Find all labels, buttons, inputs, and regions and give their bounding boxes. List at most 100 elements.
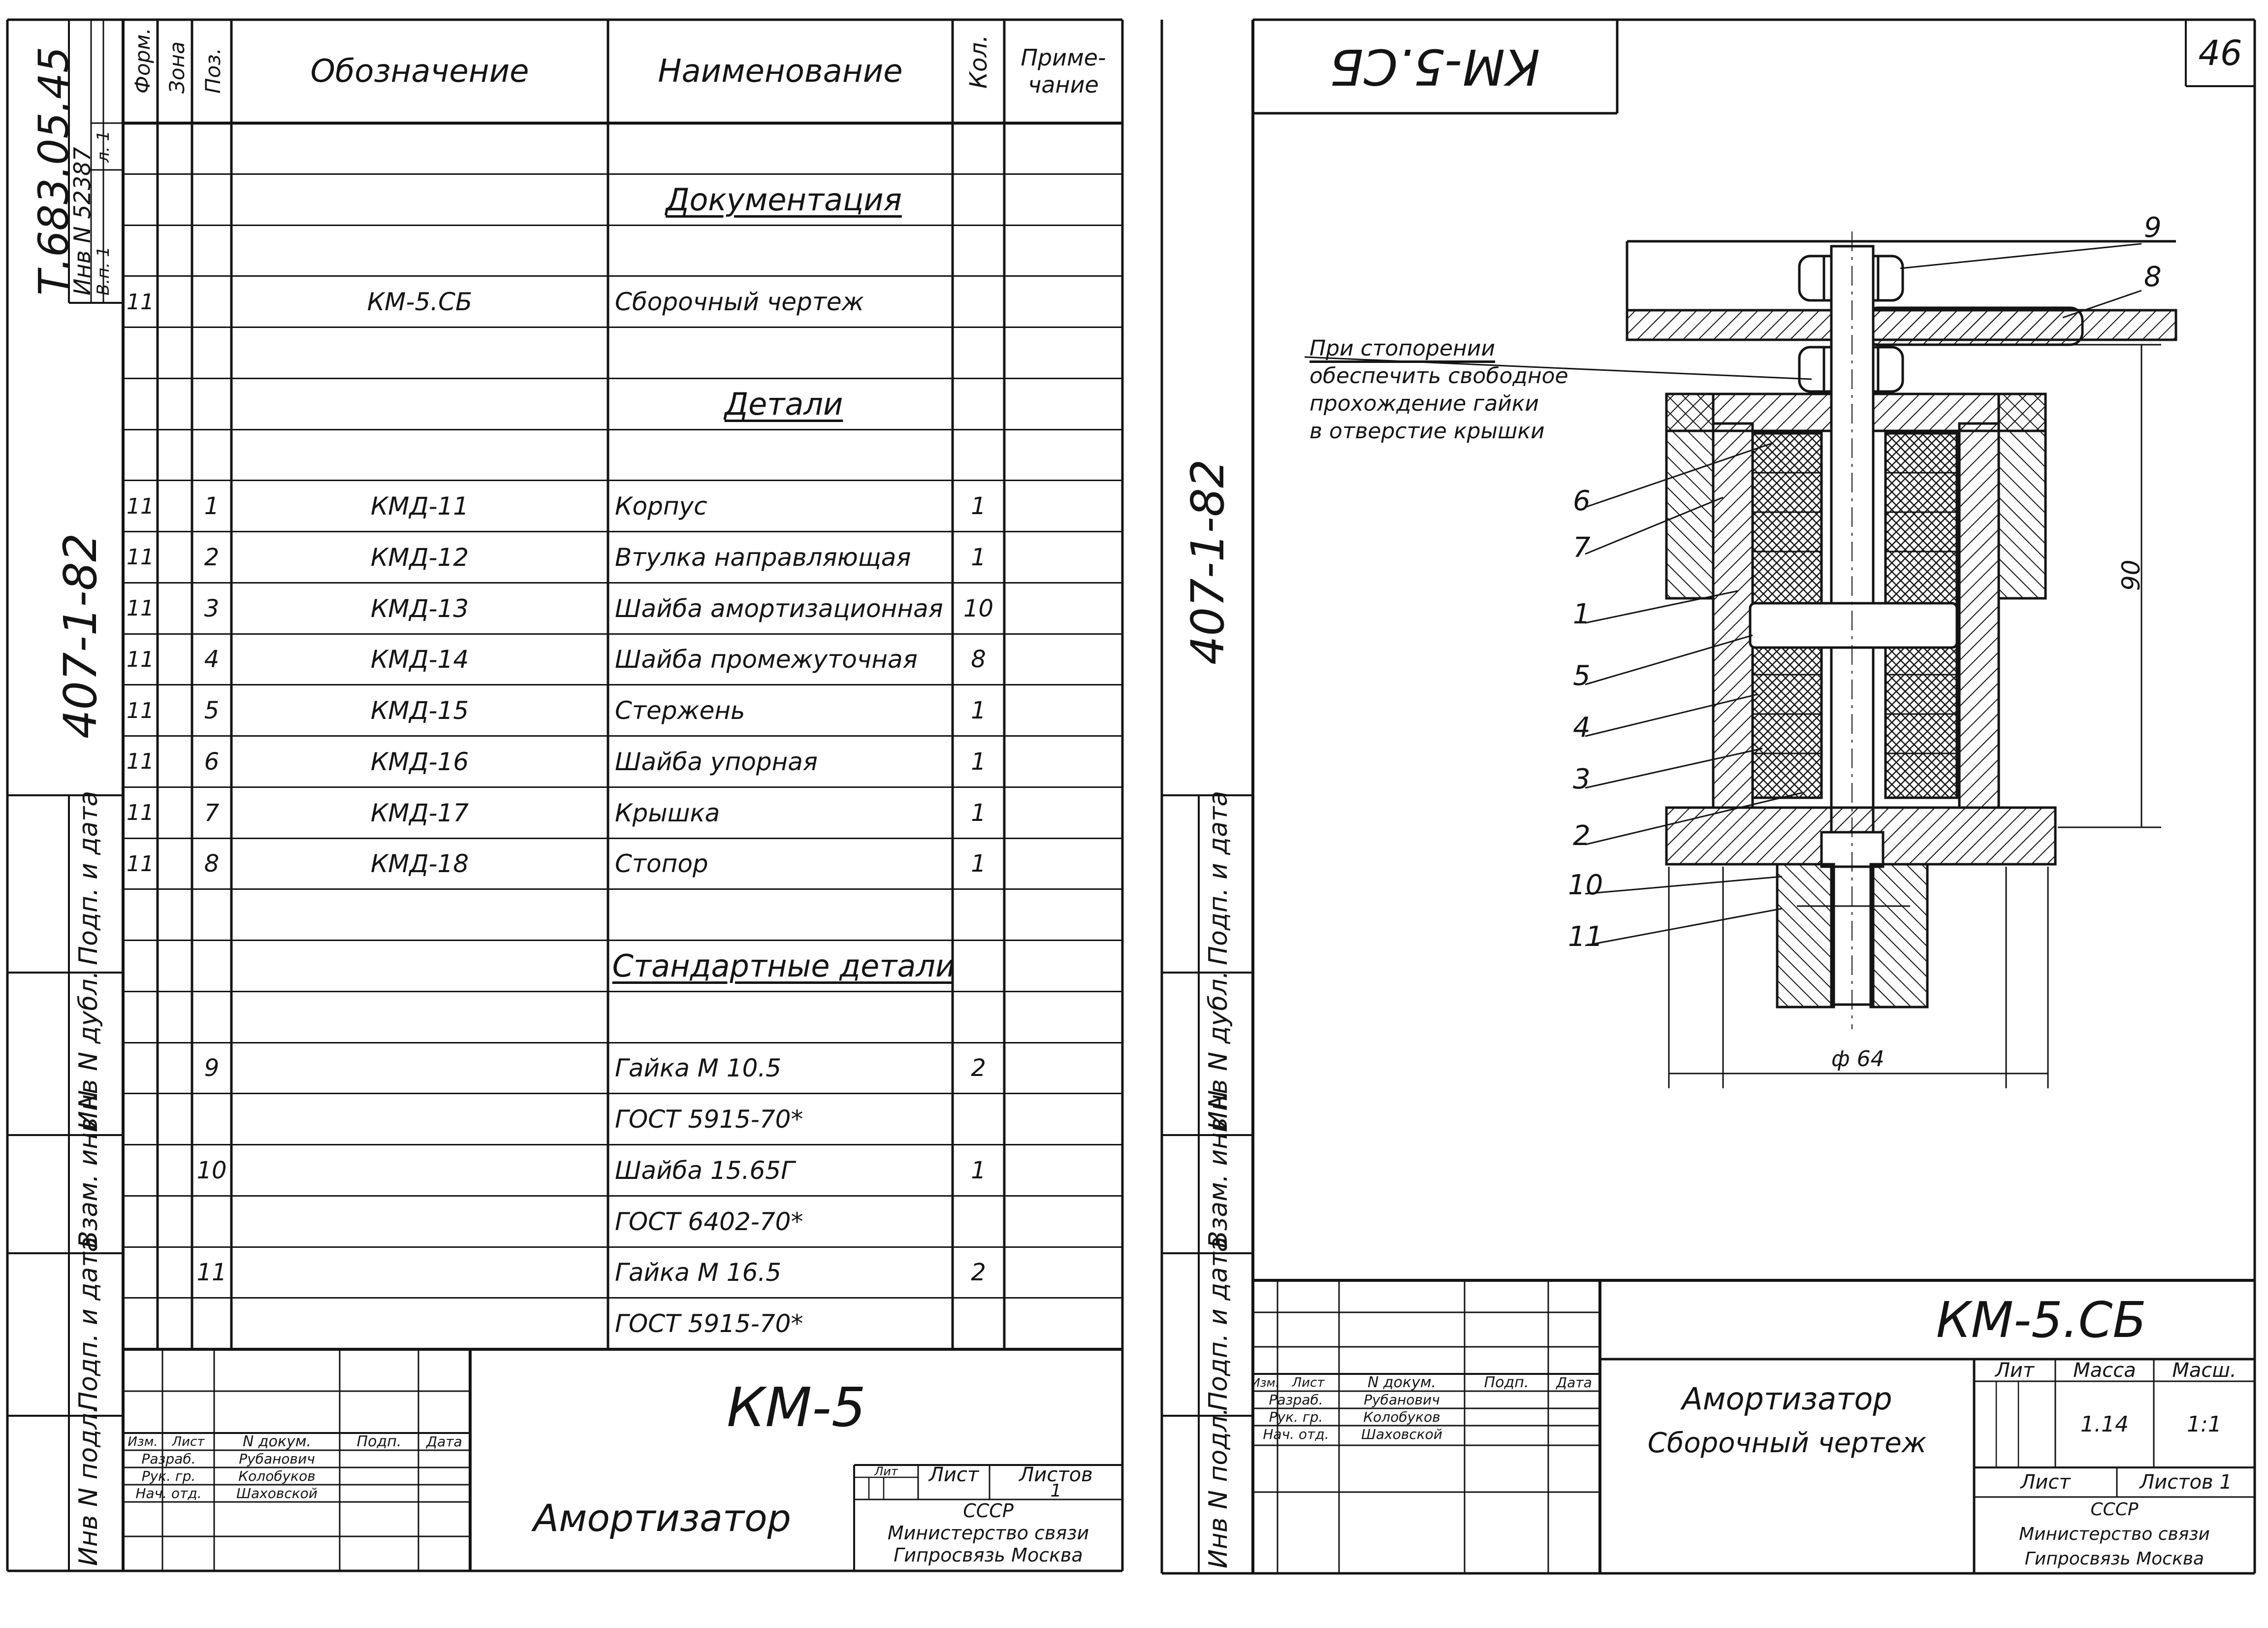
spec-cell-name: Шайба амортизационная — [615, 594, 943, 623]
row-divider — [123, 786, 1122, 788]
header-name: Наименование — [658, 53, 903, 90]
spec-cell-fmt: 11 — [127, 749, 154, 775]
stamp-inv-podl: Инв N подл. — [74, 1404, 103, 1566]
callout-9: 9 — [2144, 212, 2162, 244]
spec-cell-fmt — [123, 1298, 158, 1349]
spec-cell-qty: 8 — [971, 646, 986, 674]
spec-cell-qty — [953, 327, 1004, 379]
row-divider — [123, 1297, 1122, 1299]
spec-cell-fmt: 11 — [127, 647, 154, 672]
left-title-org-3: Гипросвязь Москва — [894, 1544, 1083, 1566]
spec-cell-name — [608, 226, 953, 277]
spec-cell-pos — [192, 123, 231, 174]
left-role-2: Рук. гр. — [141, 1468, 196, 1484]
left-role-3: Нач. отд. — [135, 1485, 202, 1501]
spec-cell-designation — [231, 941, 608, 992]
spec-cell-designation — [231, 327, 608, 379]
right-title-code: КМ-5.СБ — [1936, 1291, 2146, 1349]
left-title-code: КМ-5 — [727, 1375, 866, 1439]
row-divider — [123, 888, 1122, 890]
header-note: Приме-чание — [1021, 44, 1106, 98]
spec-cell-designation — [231, 889, 608, 941]
left-title-sheets-value: 1 — [1050, 1482, 1062, 1499]
spec-cell-qty — [953, 889, 1004, 941]
spec-cell-name: Гайка М 10.5 — [615, 1054, 782, 1083]
spec-cell-qty — [953, 1094, 1004, 1145]
r-stamp-vzam-inv: Взам. инв N — [1204, 1090, 1233, 1248]
row-divider — [123, 633, 1122, 635]
spec-cell-name: ГОСТ 5915-70* — [615, 1309, 803, 1338]
spec-cell-pos — [192, 327, 231, 379]
left-title-lit-label: Лит — [874, 1465, 898, 1477]
header-qty: Кол. — [965, 34, 992, 89]
spec-cell-qty: 10 — [963, 594, 994, 622]
right-title-sheets-label: Листов — [2140, 1471, 2213, 1494]
spec-cell-name: Шайба упорная — [615, 747, 818, 776]
spec-cell-fmt — [123, 1094, 158, 1145]
callout-10: 10 — [1568, 869, 1603, 901]
spec-cell-designation — [231, 1298, 608, 1349]
callout-8: 8 — [2144, 261, 2162, 293]
spec-cell-designation — [231, 1043, 608, 1094]
spec-cell-fmt: 11 — [127, 851, 154, 877]
spec-cell-qty — [953, 992, 1004, 1043]
spec-cell-name: Корпус — [615, 492, 707, 521]
series-vertical-left: 407-1-82 — [54, 533, 107, 739]
spec-cell-name: Стопор — [615, 849, 708, 879]
spec-cell-pos — [192, 1094, 231, 1145]
spec-cell-designation — [231, 1094, 608, 1145]
spec-cell-fmt — [123, 123, 158, 174]
spec-cell-fmt — [123, 1043, 158, 1094]
row-divider — [123, 1093, 1122, 1095]
spec-cell-fmt — [123, 1196, 158, 1247]
spec-cell-fmt — [123, 889, 158, 941]
spec-cell-fmt — [123, 1247, 158, 1299]
row-divider — [123, 837, 1122, 839]
right-title-line2: Сборочный чертеж — [1647, 1427, 1927, 1459]
spec-cell-name: Шайба 15.65Г — [615, 1156, 795, 1185]
right-title-org-1: СССР — [2090, 1499, 2139, 1520]
row-divider — [123, 1042, 1122, 1043]
row-divider — [123, 684, 1122, 686]
spec-cell-designation — [231, 430, 608, 481]
spec-cell-fmt: 11 — [127, 493, 154, 519]
spec-cell-qty: 2 — [971, 1054, 986, 1082]
row-divider — [123, 480, 1122, 482]
spec-cell-designation — [231, 1196, 608, 1247]
spec-cell-pos: 3 — [204, 594, 220, 622]
right-col-list: Лист — [1292, 1375, 1325, 1390]
left-title-sheet-label: Лист — [928, 1465, 979, 1485]
spec-cell-qty — [953, 1298, 1004, 1349]
left-col-sign: Подп. — [356, 1433, 402, 1450]
spec-section-title: Стандартные детали — [612, 948, 953, 984]
right-col-sign: Подп. — [1484, 1374, 1529, 1391]
spec-cell-pos — [192, 1196, 231, 1247]
row-divider — [123, 1144, 1122, 1145]
callout-2: 2 — [1573, 820, 1591, 852]
spec-cell-qty: 1 — [971, 697, 986, 725]
left-person-1: Рубанович — [239, 1451, 315, 1467]
right-title-scale-label: Масш. — [2172, 1359, 2236, 1381]
header-designation: Обозначение — [310, 53, 529, 90]
spec-cell-name: Гайка М 16.5 — [615, 1258, 782, 1287]
spec-cell-qty: 1 — [971, 543, 986, 571]
spec-cell-name — [608, 889, 953, 941]
left-person-3: Шаховской — [236, 1485, 318, 1501]
spec-cell-pos — [192, 430, 231, 481]
stamp-vzam-inv: Взам. инв N — [74, 1090, 103, 1248]
spec-cell-qty: 2 — [971, 1259, 986, 1287]
spec-cell-designation: КМД-16 — [370, 747, 469, 776]
spec-cell-name — [608, 430, 953, 481]
row-divider — [123, 1246, 1122, 1248]
spec-section-title: Документация — [666, 182, 902, 218]
spec-cell-pos — [192, 226, 231, 277]
spec-cell-fmt: 11 — [127, 596, 154, 621]
left-col-list: Лист — [172, 1434, 205, 1449]
right-role-3: Нач. отд. — [1263, 1426, 1329, 1442]
callout-11: 11 — [1568, 921, 1603, 953]
spec-cell-name — [608, 992, 953, 1043]
right-person-2: Колобуков — [1363, 1409, 1440, 1425]
r-stamp-inv-podl: Инв N подл. — [1204, 1407, 1233, 1568]
right-role-2: Рук. гр. — [1269, 1409, 1323, 1425]
